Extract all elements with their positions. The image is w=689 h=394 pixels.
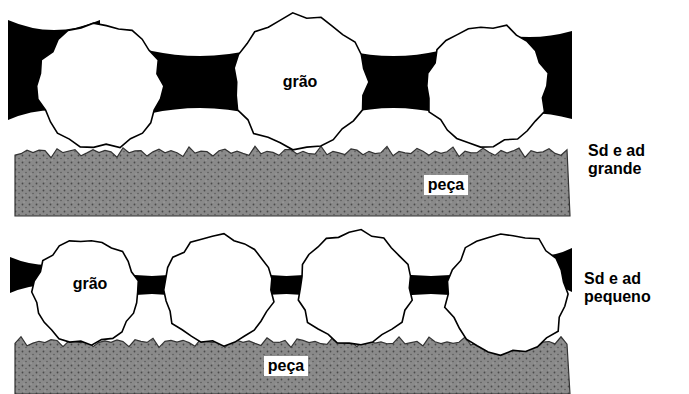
condition-label: Sd e ad grande — [588, 142, 683, 179]
workpiece-label: peça — [264, 356, 308, 376]
abrasive-grain — [427, 25, 548, 147]
abrasive-grain — [234, 13, 369, 150]
grain-label: grão — [73, 275, 108, 293]
abrasive-grain — [298, 230, 412, 345]
abrasive-grain — [37, 23, 164, 147]
workpiece — [15, 146, 570, 216]
grain-label: grão — [283, 73, 318, 91]
abrasive-grain — [32, 241, 139, 345]
condition-label: Sd e ad pequeno — [584, 270, 679, 307]
abrasive-grain — [445, 234, 568, 355]
abrasive-grain — [164, 234, 274, 347]
workpiece-label: peça — [424, 175, 468, 195]
